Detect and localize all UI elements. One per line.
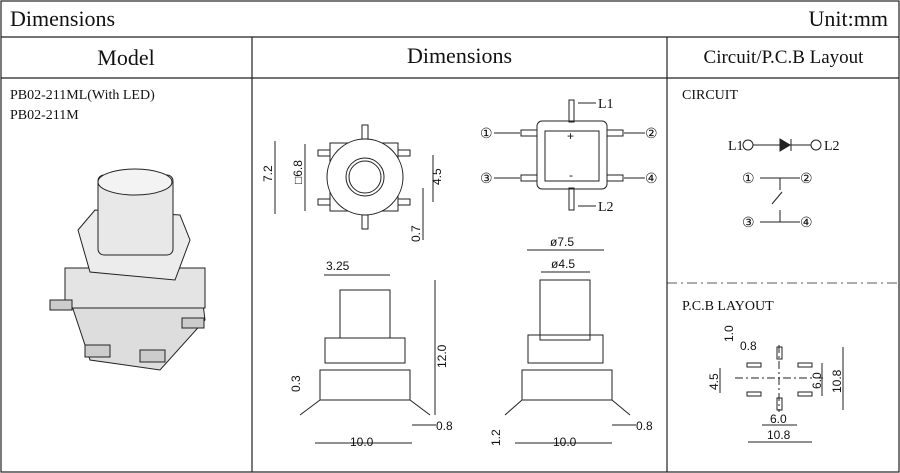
- pin-3-label: ③: [480, 172, 493, 187]
- minus-mark: -: [569, 168, 573, 182]
- switch-illustration: [49, 168, 206, 371]
- pcb-dim-10.8-h: 10.8: [767, 428, 791, 442]
- dim-0.7: 0.7: [409, 225, 423, 242]
- dim-0.8-front: 0.8: [636, 419, 653, 433]
- dim-10.0-side: 10.0: [350, 435, 374, 449]
- circuit-title: CIRCUIT: [682, 88, 738, 103]
- model-name: PB02-211ML(With LED): [10, 88, 155, 103]
- dim-12.0: 12.0: [435, 344, 449, 368]
- dim-3.25: 3.25: [326, 259, 350, 273]
- pin-4-label: ④: [645, 172, 658, 187]
- pcb-layout-drawing: [719, 345, 844, 443]
- column-header-circuit: Circuit/P.C.B Layout: [703, 47, 864, 68]
- pcb-dim-1.0: 1.0: [722, 325, 736, 342]
- bottom-view-drawing: [494, 99, 645, 211]
- pcb-dim-6.0-v: 6.0: [810, 372, 824, 389]
- pcb-layout-title: P.C.B LAYOUT: [682, 299, 774, 314]
- dim-10.0-front: 10.0: [553, 435, 577, 449]
- led-l2-label: L2: [598, 200, 614, 215]
- column-header-dimensions: Dimensions: [406, 43, 513, 68]
- pin-1-label: ①: [480, 127, 493, 142]
- dim-dia-4.5: ø4.5: [551, 257, 575, 271]
- circuit-pin-2: ②: [800, 172, 813, 187]
- column-header-model: Model: [97, 45, 155, 70]
- dim-1.2: 1.2: [489, 429, 503, 446]
- sheet-title: Dimensions: [10, 6, 116, 31]
- pcb-dim-6.0-h: 6.0: [770, 412, 787, 426]
- led-l1-label: L1: [598, 97, 614, 112]
- dim-7.2: 7.2: [261, 165, 275, 182]
- pcb-dim-0.8: 0.8: [740, 339, 757, 353]
- dim-0.3: 0.3: [289, 375, 303, 392]
- dim-dia-7.5: ø7.5: [550, 235, 574, 249]
- front-view-drawing: [504, 249, 636, 444]
- circuit-pin-1: ①: [742, 172, 755, 187]
- pcb-dim-4.5: 4.5: [707, 373, 721, 390]
- pcb-dim-10.8-v: 10.8: [830, 369, 844, 393]
- circuit-l1-label: L1: [728, 139, 744, 154]
- pin-2-label: ②: [645, 127, 658, 142]
- dim-4.5: 4.5: [430, 168, 444, 185]
- circuit-drawing: [742, 138, 822, 223]
- top-view-drawing: [274, 124, 434, 240]
- circuit-pin-3: ③: [742, 216, 755, 231]
- dim-6.8: □6.8: [291, 160, 305, 184]
- plus-mark: +: [567, 129, 574, 143]
- circuit-l2-label: L2: [824, 139, 840, 154]
- dim-0.8-side: 0.8: [436, 419, 453, 433]
- side-view-drawing: [299, 274, 436, 444]
- model-name: PB02-211M: [10, 108, 79, 123]
- unit-label: Unit:mm: [808, 6, 888, 31]
- circuit-pin-4: ④: [800, 216, 813, 231]
